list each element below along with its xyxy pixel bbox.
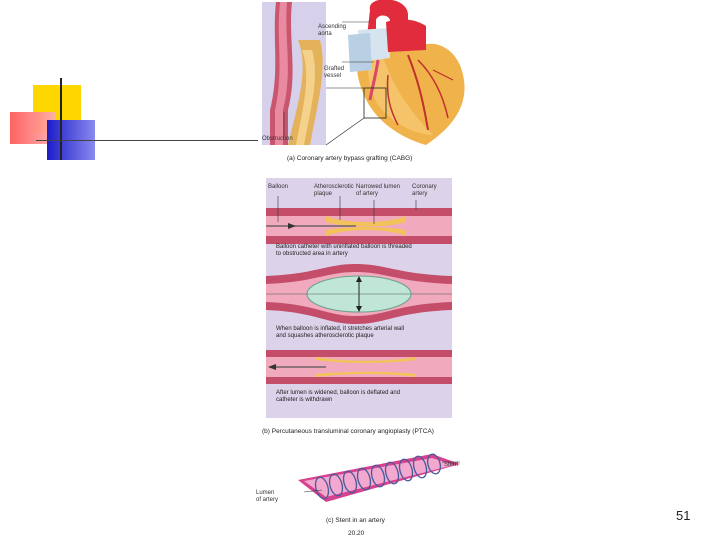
caption-panel-c: (c) Stent in an artery — [326, 517, 385, 524]
label-narrowed-line2: of artery — [356, 191, 379, 197]
note-step-1-line2: to obstructed area in artery — [276, 251, 348, 257]
label-lumen-line2: of artery — [256, 497, 279, 503]
label-grafted-vessel: Grafted vessel — [324, 66, 344, 80]
label-narrowed-lumen: Narrowed lumen of artery — [356, 184, 400, 198]
label-lumen-of-artery: Lumen of artery — [256, 490, 278, 504]
page-number: 51 — [676, 508, 691, 523]
label-coronary-line1: Coronary — [412, 184, 437, 190]
stent-illustration — [298, 453, 460, 502]
note-step-1: Balloon catheter with uninflated balloon… — [276, 244, 412, 258]
panel-b-ptca: Balloon Atherosclerotic plaque Narrowed … — [262, 178, 472, 440]
note-step-3-line2: catheter is withdrawn — [276, 397, 333, 403]
panel-c-stent: Stent Lumen of artery (c) Stent in an ar… — [256, 450, 476, 540]
label-obstruction: Obstruction — [262, 136, 293, 142]
label-atherosclerotic-plaque: Atherosclerotic plaque — [314, 184, 354, 198]
label-narrowed-line1: Narrowed lumen — [356, 184, 401, 190]
label-balloon: Balloon — [268, 184, 289, 190]
label-grafted-vessel-line2: vessel — [324, 73, 342, 79]
heart-illustration — [258, 0, 470, 150]
label-coronary-line2: artery — [412, 191, 428, 197]
angioplasty-illustration — [266, 178, 452, 418]
note-step-2-line2: and squashes atherosclerotic plaque — [276, 333, 374, 339]
ornament-horizontal-line — [36, 140, 396, 141]
label-coronary-artery: Coronary artery — [412, 184, 437, 198]
corner-ornament — [0, 0, 396, 170]
panel-a-cabg: Ascending aorta Grafted vessel Obstructi… — [258, 0, 470, 170]
label-grafted-vessel-line1: Grafted — [324, 66, 345, 72]
note-step-3: After lumen is widened, balloon is defla… — [276, 390, 400, 404]
label-atherosclerotic-line2: plaque — [314, 191, 333, 197]
note-step-1-line1: Balloon catheter with uninflated balloon… — [276, 244, 412, 250]
figure-number: 20.20 — [348, 530, 365, 537]
caption-panel-a: (a) Coronary artery bypass grafting (CAB… — [287, 155, 413, 162]
label-ascending-aorta-line2: aorta — [318, 31, 332, 37]
label-stent: Stent — [444, 462, 459, 468]
note-step-2: When balloon is inflated, it stretches a… — [276, 326, 404, 340]
note-step-3-line1: After lumen is widened, balloon is defla… — [276, 390, 401, 396]
label-ascending-aorta: Ascending aorta — [318, 24, 346, 38]
ornament-vertical-line — [60, 78, 62, 160]
label-lumen-line1: Lumen — [256, 490, 275, 496]
label-atherosclerotic-line1: Atherosclerotic — [314, 184, 354, 190]
caption-panel-b: (b) Percutaneous transluminal coronary a… — [262, 428, 434, 435]
label-ascending-aorta-line1: Ascending — [318, 24, 347, 30]
note-step-2-line1: When balloon is inflated, it stretches a… — [276, 326, 405, 332]
